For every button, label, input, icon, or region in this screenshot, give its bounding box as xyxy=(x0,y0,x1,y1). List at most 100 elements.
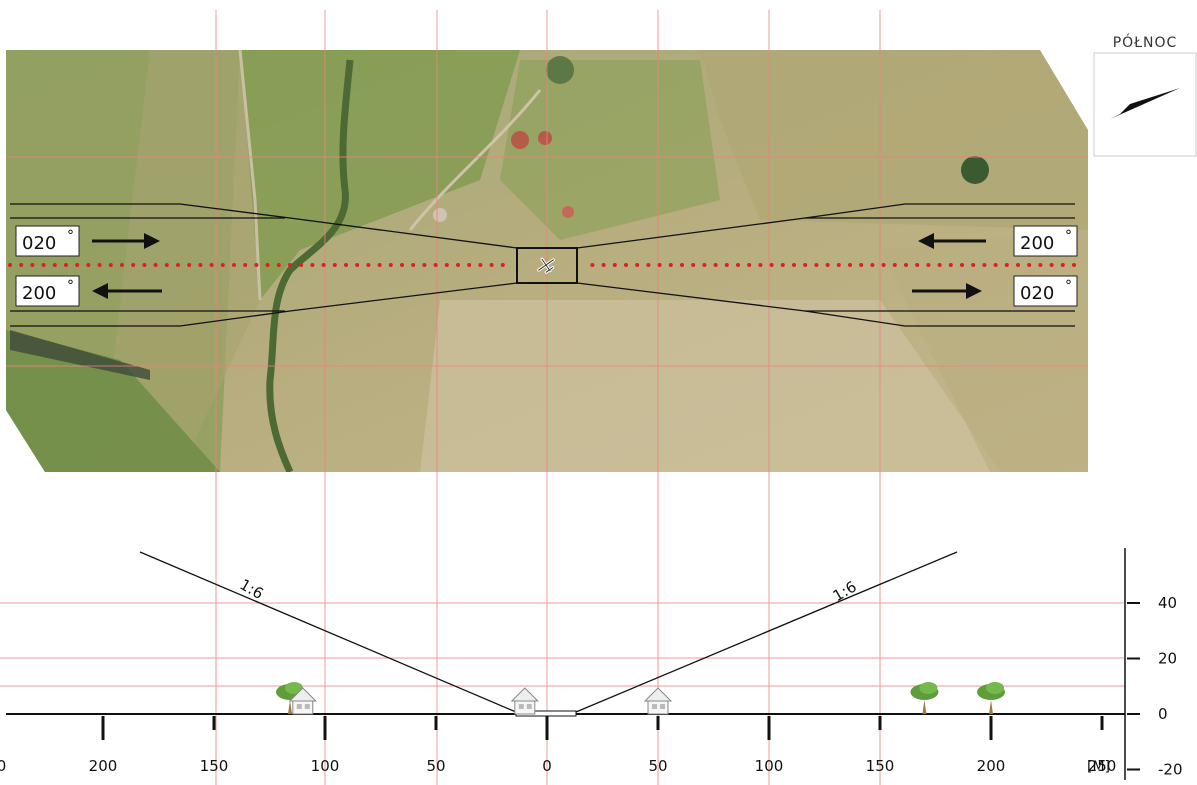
svg-text:200: 200 xyxy=(1020,233,1054,254)
centerline-dot xyxy=(848,263,852,267)
centerline-dot xyxy=(747,263,752,267)
centerline-dot xyxy=(1038,263,1043,267)
centerline-dot xyxy=(500,263,505,267)
centerline-dot xyxy=(288,263,292,267)
centerline-dot xyxy=(668,263,673,267)
centerline-dot xyxy=(769,263,774,267)
centerline-dot xyxy=(209,263,214,267)
centerline-dot xyxy=(187,263,192,267)
centerline-dot xyxy=(713,263,718,267)
heading-label-left-lower: 200 ° xyxy=(15,275,80,307)
centerline-dot xyxy=(164,263,169,267)
centerline-dot xyxy=(467,263,472,267)
centerline-dot xyxy=(792,263,796,267)
centerline-dot xyxy=(635,263,640,267)
distance-tick-label: 100 xyxy=(311,757,340,775)
centerline-dot xyxy=(276,263,281,267)
arrow-left-icon xyxy=(918,233,986,249)
arrow-left-icon xyxy=(92,283,162,299)
centerline-dot xyxy=(881,263,886,267)
centerline-dot xyxy=(646,263,651,267)
centerline-dot xyxy=(422,263,427,267)
centerline-dot xyxy=(1072,263,1076,267)
centerline-dot xyxy=(220,263,225,267)
centerline-dot xyxy=(41,263,46,267)
centerline-dot xyxy=(657,263,662,267)
centerline-dot xyxy=(321,263,326,267)
centerline-dot xyxy=(366,263,371,267)
tree-icon xyxy=(910,682,939,714)
centerline-dot xyxy=(120,263,124,267)
centerline-dot xyxy=(433,263,438,267)
tree-icon xyxy=(977,682,1005,714)
map-grid xyxy=(0,10,1125,785)
centerline-dot xyxy=(19,263,24,267)
centerline-dot xyxy=(780,263,785,267)
distance-tick-label: 0 xyxy=(542,757,552,775)
svg-text:200: 200 xyxy=(22,283,56,304)
centerline-dot xyxy=(232,263,236,267)
centerline-dot xyxy=(892,263,897,267)
svg-text:°: ° xyxy=(67,278,74,294)
centerline-dot xyxy=(702,263,707,267)
centerline-dot xyxy=(1060,263,1065,267)
centerline-dot xyxy=(153,263,158,267)
centerline-dot xyxy=(86,263,91,267)
distance-tick-label: 250 xyxy=(1088,757,1117,775)
centerline-dot xyxy=(691,263,696,267)
centerline-dot xyxy=(971,263,976,267)
airplane-icon xyxy=(537,257,555,274)
distance-tick-label: 150 xyxy=(200,757,229,775)
north-arrow-icon xyxy=(1110,88,1180,119)
distance-tick-label: 150 xyxy=(866,757,895,775)
centerline-dot xyxy=(198,263,203,267)
svg-text:°: ° xyxy=(67,228,74,244)
centerline-dot xyxy=(814,263,819,267)
centerline-dot xyxy=(612,263,617,267)
centerline-dot xyxy=(724,263,729,267)
centerline-dot xyxy=(108,263,113,267)
centerline-dot xyxy=(960,263,964,267)
centerline-dot xyxy=(75,263,80,267)
runway-centerline xyxy=(8,263,1076,267)
centerline-dot xyxy=(1027,263,1032,267)
svg-text:°: ° xyxy=(1065,278,1072,294)
centerline-dot xyxy=(915,263,920,267)
centerline-dot xyxy=(1016,263,1020,267)
centerline-dot xyxy=(254,263,259,267)
slope-line-right xyxy=(575,551,958,713)
centerline-dot xyxy=(142,263,147,267)
centerline-dot xyxy=(825,263,830,267)
centerline-dot xyxy=(8,263,12,267)
centerline-dot xyxy=(993,263,998,267)
centerline-dot xyxy=(344,263,348,267)
distance-unit: [M] xyxy=(1087,759,1110,775)
centerline-dot xyxy=(758,263,763,267)
house-icon xyxy=(510,687,540,715)
centerline-dot xyxy=(400,263,404,267)
approach-surfaces xyxy=(10,203,1075,327)
centerline-dot xyxy=(310,263,315,267)
centerline-dot xyxy=(478,263,483,267)
centerline-dot xyxy=(937,263,942,267)
centerline-dot xyxy=(332,263,337,267)
centerline-dot xyxy=(411,263,416,267)
distance-tick-label: 50 xyxy=(426,757,445,775)
north-box xyxy=(1093,52,1197,157)
aerial-photo xyxy=(6,50,1088,472)
distance-tick-label: 200 xyxy=(977,757,1006,775)
height-tick-label: 0 xyxy=(1158,705,1168,723)
centerline-dot xyxy=(64,263,68,267)
centerline-dot xyxy=(624,263,628,267)
centerline-dot xyxy=(736,263,740,267)
distance-tick-label: 250 xyxy=(0,757,6,775)
distance-tick-label: 100 xyxy=(755,757,784,775)
height-tick-label: 40 xyxy=(1158,594,1177,612)
height-tick-label: 20 xyxy=(1158,650,1177,668)
centerline-dot xyxy=(265,263,270,267)
slope-line-left xyxy=(139,551,517,713)
centerline-dot xyxy=(97,263,102,267)
centerline-dot xyxy=(982,263,987,267)
